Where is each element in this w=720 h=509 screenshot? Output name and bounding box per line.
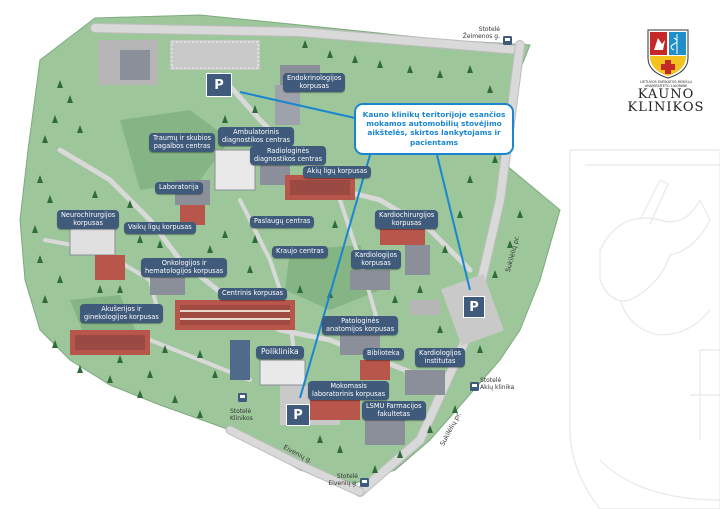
tree-icon — [37, 175, 43, 183]
label-kraujo[interactable]: Kraujo centras — [272, 246, 328, 258]
callout-pointer-lines — [239, 91, 471, 399]
tree-icon — [437, 70, 443, 78]
tree-icon — [147, 370, 153, 378]
label-paslaugu[interactable]: Paslaugų centras — [250, 216, 315, 228]
tree-icon — [207, 245, 213, 253]
tree-icon — [97, 285, 103, 293]
parking-callout: Kauno klinikų teritorijoje esančios moka… — [354, 103, 514, 155]
tree-icon — [77, 125, 83, 133]
label-laboratorija[interactable]: Laboratorija — [155, 182, 203, 194]
label-radiologines[interactable]: Radiologinės diagnostikos centras — [250, 146, 327, 166]
tree-icon — [427, 425, 433, 433]
tree-icon — [52, 115, 58, 123]
label-vaiku-ligu[interactable]: Vaikų ligų korpusas — [124, 222, 196, 234]
tree-icon — [252, 105, 258, 113]
label-biblioteka[interactable]: Biblioteka — [363, 348, 404, 360]
tree-icon — [42, 295, 48, 303]
stop-zeimenos: Stotelė Žeimenos g. — [462, 26, 500, 40]
tree-icon — [57, 275, 63, 283]
logo-name-klinikos: KLINIKOS — [627, 100, 705, 115]
tree-icon — [377, 60, 383, 68]
parking-marker-east[interactable]: P — [463, 296, 485, 318]
kauno-klinikos-crest — [647, 29, 689, 79]
stop-klinikos: Stotelė Klinikos — [230, 408, 253, 422]
tree-icon — [507, 240, 513, 248]
tree-icon — [477, 345, 483, 353]
label-neurochirurgijos[interactable]: Neurochirurgijos korpusas — [57, 210, 120, 230]
tree-icon — [392, 295, 398, 303]
label-poliklinika[interactable]: Poliklinika — [256, 346, 304, 359]
label-kardiochirurgijos[interactable]: Kardiochirurgijos korpusas — [375, 210, 439, 230]
tree-icon — [407, 65, 413, 73]
tree-icon — [297, 285, 303, 293]
label-kardiologijos-institutas[interactable]: Kardiologijos institutas — [415, 348, 466, 368]
tree-icon — [127, 200, 133, 208]
label-mokomasis[interactable]: Mokomasis laboratorinis korpusas — [308, 381, 390, 401]
label-onkologijos[interactable]: Onkologijos ir hematologijos korpusas — [141, 258, 228, 278]
stop-akiu-klinika: Stotelė Akių klinika — [480, 377, 515, 391]
tree-icon — [52, 340, 58, 348]
tree-icon — [252, 235, 258, 243]
tree-icon — [247, 265, 253, 273]
tree-icon — [107, 375, 113, 383]
label-endokrinologijos[interactable]: Endokrinologijos korpusas — [283, 73, 346, 93]
tree-icon — [137, 390, 143, 398]
coat-of-arms-watermark — [569, 149, 720, 509]
tree-icon — [372, 465, 378, 473]
tree-icon — [492, 270, 498, 278]
tree-icon — [457, 210, 463, 218]
label-lsmu-farmacijos[interactable]: LSMU Farmacijos fakultetas — [362, 401, 426, 421]
tree-icon — [517, 210, 523, 218]
tree-icon — [197, 410, 203, 418]
tree-icon — [57, 80, 63, 88]
tree-icon — [172, 395, 178, 403]
tree-icon — [42, 135, 48, 143]
tree-icon — [467, 175, 473, 183]
label-kardiologijos[interactable]: Kardiologijos korpusas — [351, 250, 402, 270]
parking-marker-south[interactable]: P — [286, 404, 310, 426]
tree-icon — [302, 40, 308, 48]
tree-icon — [442, 245, 448, 253]
label-centrinis[interactable]: Centrinis korpusas — [218, 288, 288, 300]
tree-icon — [117, 285, 123, 293]
tree-icon — [37, 255, 43, 263]
tree-icon — [47, 195, 53, 203]
bus-stop-markers — [238, 36, 512, 487]
logo-subtitle: LIETUVOS SVEIKATOS MOKSLŲ UNIVERSITETO L… — [640, 80, 692, 88]
label-akuserijos[interactable]: Akušerijos ir ginekologijos korpusas — [80, 304, 163, 324]
tree-icon — [67, 95, 73, 103]
logo-name-kauno: KAUNO — [637, 87, 695, 102]
label-traumu-centras[interactable]: Traumų ir skubios pagalbos centras — [149, 133, 216, 153]
tree-icon — [417, 285, 423, 293]
tree-icon — [317, 435, 323, 443]
tree-icon — [157, 240, 163, 248]
tree-icon — [437, 325, 443, 333]
tree-icon — [32, 225, 38, 233]
parking-marker-north[interactable]: P — [206, 73, 232, 97]
tree-icon — [212, 370, 218, 378]
tree-icon — [332, 220, 338, 228]
tree-icon — [487, 85, 493, 93]
tree-icon — [352, 55, 358, 63]
stop-eiveniu: Stotelė Eivenių g. — [328, 473, 358, 487]
tree-icon — [92, 190, 98, 198]
tree-icon — [492, 155, 498, 163]
tree-icon — [162, 345, 168, 353]
tree-icon — [197, 350, 203, 358]
label-patologines[interactable]: Patologinės anatomijos korpusas — [322, 316, 399, 336]
tree-icon — [337, 445, 343, 453]
tree-icon — [222, 230, 228, 238]
tree-icon — [77, 365, 83, 373]
tree-icon — [397, 450, 403, 458]
label-akiu-ligu[interactable]: Akių ligų korpusas — [303, 166, 372, 178]
label-ambulatorinis[interactable]: Ambulatorinis diagnostikos centras — [218, 127, 295, 147]
tree-icon — [452, 405, 458, 413]
tree-icon — [137, 235, 143, 243]
tree-icon — [327, 50, 333, 58]
tree-icon — [222, 115, 228, 123]
tree-icon — [467, 65, 473, 73]
tree-icon — [117, 355, 123, 363]
